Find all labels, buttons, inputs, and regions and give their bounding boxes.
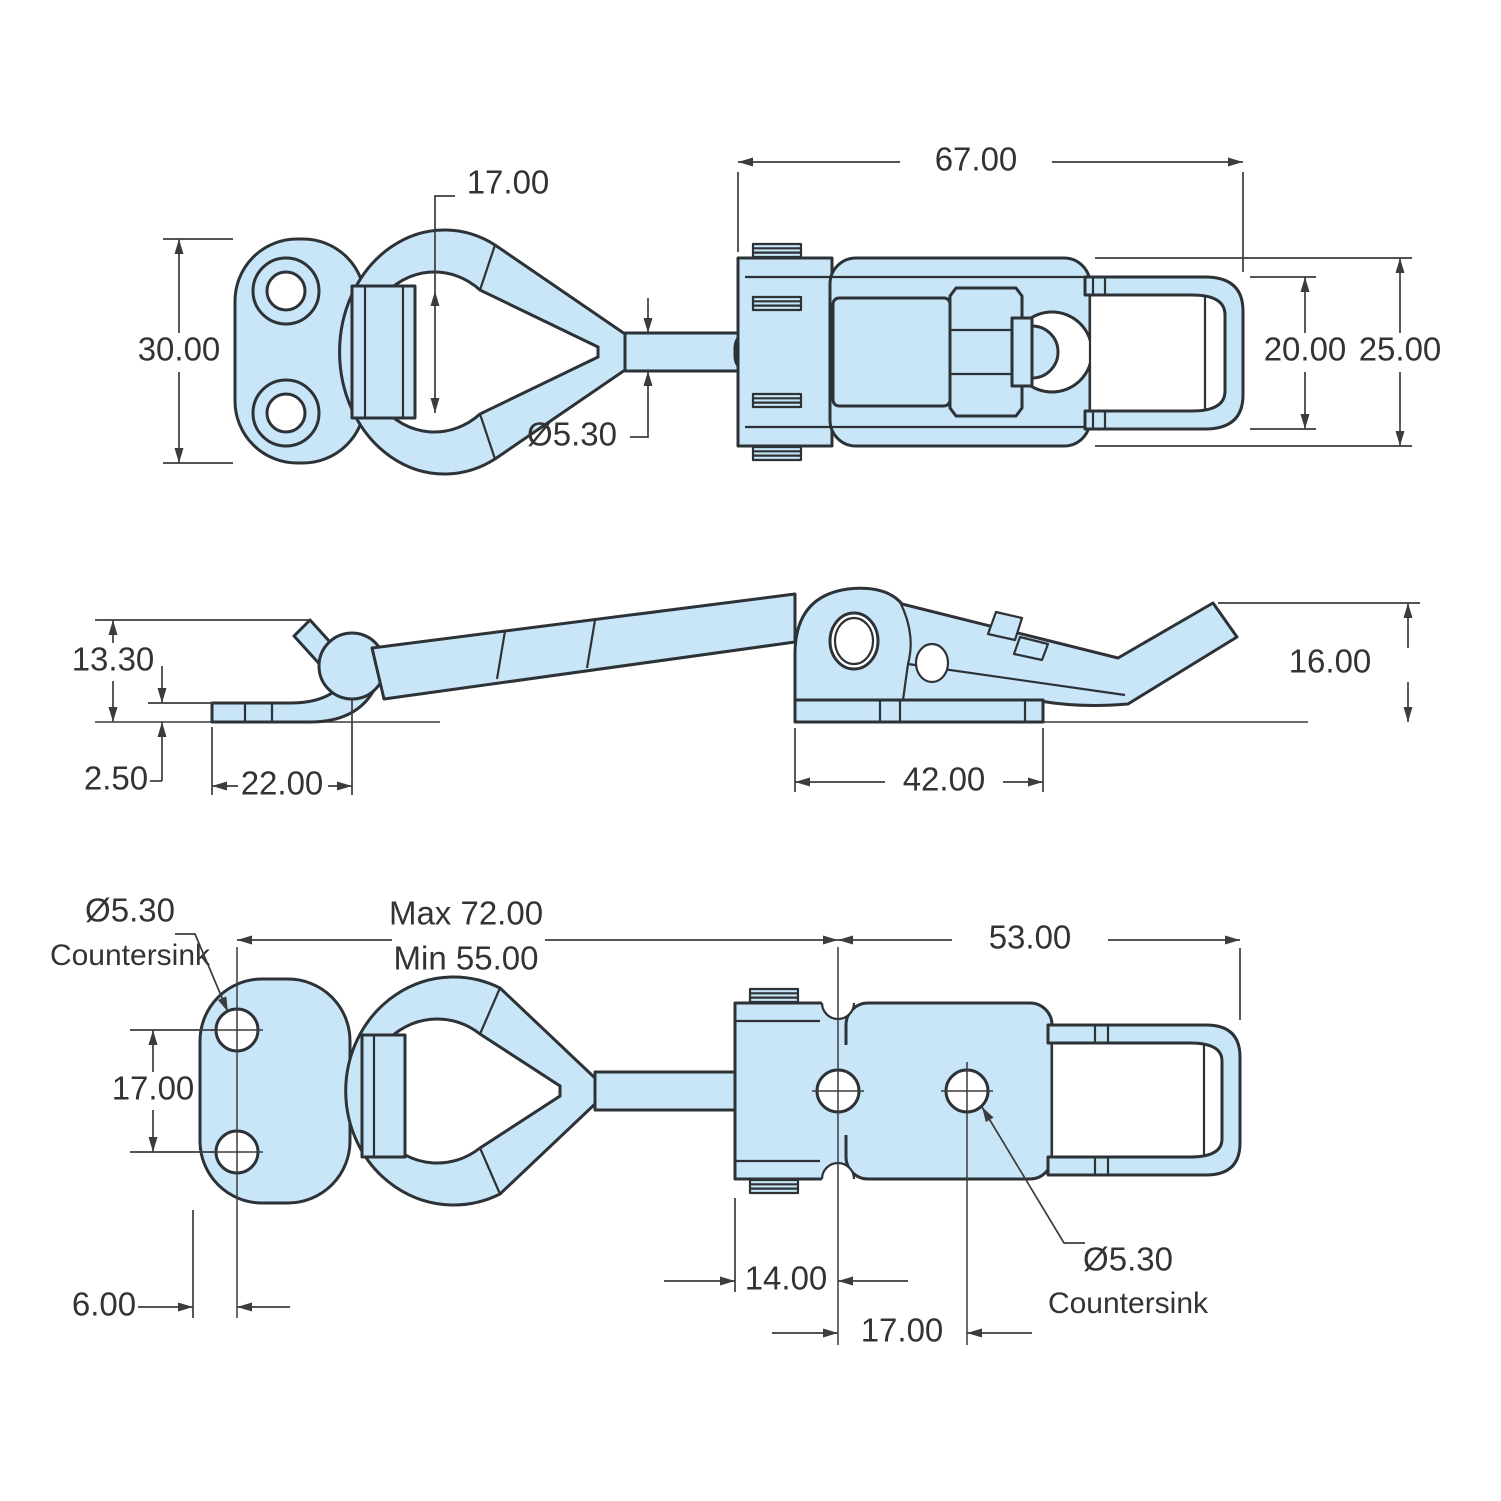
slider-block <box>831 296 952 408</box>
dim-latch-length-b-label: 53.00 <box>989 919 1072 956</box>
dim-loop-width: 20.00 <box>1250 276 1347 430</box>
dim-lever-height: 16.00 <box>1218 602 1420 722</box>
top-view: 30.00 17.00 67.00 Ø5.30 2 <box>138 141 1442 476</box>
spring-tab-1 <box>751 242 803 259</box>
loop-opening-bg-b <box>1052 1043 1222 1157</box>
bottom-view: Ø5.30 Countersink Max 72.00 Min 55.00 53… <box>50 892 1242 1349</box>
washer <box>1010 316 1034 388</box>
bail-seam-bottom-b <box>478 1147 502 1195</box>
callout-latch-countersink: Ø5.30 Countersink <box>981 1106 1209 1320</box>
dim-edge-distance-label: 6.00 <box>72 1286 136 1323</box>
secondary-hole <box>914 642 950 684</box>
dim-overall-width-label: 25.00 <box>1359 331 1442 368</box>
callout-plate-countersink: Ø5.30 Countersink <box>50 892 229 1013</box>
dim-edge-distance: 6.00 <box>72 1210 290 1323</box>
base-plate <box>793 698 1045 724</box>
dim-bail-opening-label: 17.00 <box>467 164 550 201</box>
dim-closed-height: 13.30 <box>72 619 310 722</box>
spring-leg-1 <box>986 610 1024 642</box>
plate-countersink-dia-label: Ø5.30 <box>85 892 175 929</box>
loop-strap <box>1083 275 1245 431</box>
dim-plate-hole-spacing-label: 17.00 <box>112 1070 195 1107</box>
plate-hole-2 <box>265 392 307 434</box>
spring-tab-4 <box>751 445 803 462</box>
dim-bail-opening: 17.00 <box>430 164 550 413</box>
dim-latch-hole-spacing: 17.00 <box>772 1312 1032 1349</box>
plate-countersink-note-label: Countersink <box>50 939 211 972</box>
dim-latch-hole-spacing-label: 17.00 <box>861 1312 944 1349</box>
draw-rod-side <box>370 592 797 701</box>
dim-latch-hole-offset: 14.00 <box>664 1198 908 1297</box>
spring-tab-b2 <box>748 1178 800 1195</box>
hex-nut <box>948 286 1024 418</box>
dim-latch-length-label: 67.00 <box>935 141 1018 178</box>
pivot-hole-inner <box>833 616 875 666</box>
mount-plate-bottom <box>198 977 352 1205</box>
eye-dome <box>1030 324 1060 380</box>
dim-latch-length: 67.00 <box>737 141 1244 272</box>
spring-tab-3 <box>751 392 803 409</box>
draw-rod <box>623 331 747 373</box>
dim-latch-hole-offset-label: 14.00 <box>745 1260 828 1297</box>
loop-opening-bg <box>1090 295 1225 411</box>
bail-seam-top <box>478 244 497 291</box>
rod-joint-1 <box>495 630 507 680</box>
dim-plate-length-label: 22.00 <box>241 765 324 802</box>
hinge-sleeve <box>350 284 417 420</box>
latch-bracket <box>736 256 834 448</box>
dim-plate-hole-spacing: 17.00 <box>112 1029 216 1153</box>
pivot-hole <box>828 611 880 671</box>
bail-seam-bottom <box>478 413 497 460</box>
dim-base-length-label: 42.00 <box>903 761 986 798</box>
dim-rod-diameter: Ø5.30 <box>527 298 653 453</box>
dim-loop-width-label: 20.00 <box>1264 331 1347 368</box>
dim-plate-height-label: 30.00 <box>138 331 221 368</box>
dim-plate-length: 22.00 <box>211 700 353 802</box>
dim-plate-thickness: 2.50 <box>84 666 214 797</box>
dim-reach: Max 72.00 Min 55.00 <box>237 895 838 977</box>
dim-max-reach-label: Max 72.00 <box>389 895 543 932</box>
dim-plate-thickness-label: 2.50 <box>84 760 148 797</box>
loop-strap-bottom <box>1046 1023 1242 1177</box>
dim-base-length: 42.00 <box>794 728 1044 798</box>
dim-plate-height: 30.00 <box>138 238 233 464</box>
dim-lever-height-label: 16.00 <box>1289 643 1372 680</box>
latch-countersink-dia-label: Ø5.30 <box>1083 1241 1173 1278</box>
spring-tab-2 <box>751 295 803 312</box>
hinge-sleeve-bottom <box>360 1033 407 1159</box>
dim-overall-width: 25.00 <box>1095 257 1442 447</box>
spring-leg-2 <box>1012 635 1050 662</box>
plate-hole-1 <box>265 270 307 312</box>
latch-countersink-note-label: Countersink <box>1048 1287 1209 1320</box>
bail-seam-top-b <box>478 987 502 1035</box>
rod-joint-2 <box>585 619 597 669</box>
side-view: 13.30 2.50 22.00 42.00 <box>72 586 1420 802</box>
dim-rod-diameter-label: Ø5.30 <box>527 416 617 453</box>
dim-latch-length-b: 53.00 <box>838 919 1241 1020</box>
dim-min-reach-label: Min 55.00 <box>394 940 539 977</box>
draw-rod-bottom <box>593 1070 739 1112</box>
dim-closed-height-label: 13.30 <box>72 641 155 678</box>
spring-tab-b1 <box>748 987 800 1004</box>
